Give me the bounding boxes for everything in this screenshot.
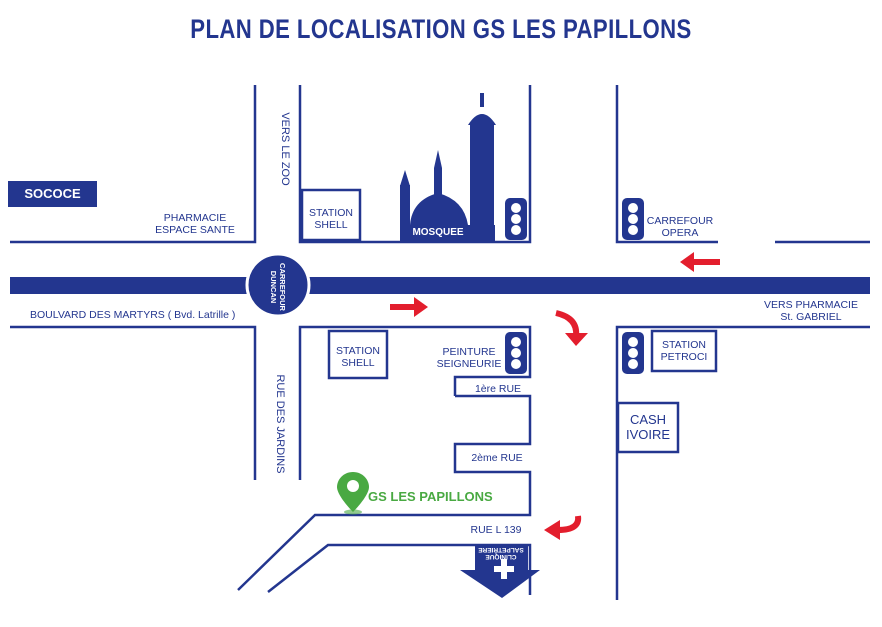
clinique-line1: CLINIQUE [485, 553, 517, 560]
sococe-block [8, 181, 97, 207]
cash-ivoire-box [616, 401, 680, 454]
street-edge [298, 85, 532, 244]
red-arrow-icon [680, 252, 720, 272]
carrefour-opera-line1: CARREFOUR [646, 215, 714, 227]
cash-line2: IVOIRE [625, 427, 671, 442]
peinture-line2: SEIGNEURIE [436, 358, 502, 370]
main-boulevard [10, 277, 870, 294]
station-petroci-box [650, 329, 718, 373]
pharmacie-line1: PHARMACIE [163, 212, 227, 224]
mosquee-label: MOSQUEE [412, 227, 464, 238]
street-edge [10, 325, 257, 480]
carrefour-opera-label: CARREFOUR OPERA [646, 215, 714, 239]
station-shell-top-box [300, 188, 362, 242]
traffic-light-icon [505, 198, 527, 240]
street-edge [10, 85, 257, 244]
vers-pharmacie-line1: VERS PHARMACIE [764, 299, 858, 311]
street-edge [298, 325, 532, 480]
station-shell-bottom-line1: STATION [336, 345, 380, 357]
station-shell-bottom-box [327, 329, 389, 380]
carrefour-duncan-roundabout [245, 252, 311, 318]
mosque-icon [400, 93, 496, 241]
rue-des-jardins-label: RUE DES JARDINS [274, 374, 286, 474]
clinique-line2: SALPETRIERE [478, 546, 524, 553]
vers-le-zoo-label: VERS LE ZOO [279, 112, 291, 186]
clinique-block [460, 545, 540, 598]
rue2-label: 2ème RUE [471, 452, 523, 464]
station-shell-top-line1: STATION [309, 207, 353, 219]
cash-ivoire-label: CASH IVOIRE [618, 412, 678, 442]
station-shell-top-label: STATION SHELL [302, 207, 360, 231]
traffic-light-icon [505, 332, 527, 374]
vers-pharmacie-line2: St. GABRIEL [780, 311, 842, 323]
red-arrow-icon [390, 297, 428, 317]
station-shell-bottom-label: STATION SHELL [329, 345, 387, 369]
red-arrow-icon [555, 310, 588, 346]
carrefour-duncan-line2: DUNCAN [269, 270, 278, 304]
station-shell-top-line2: SHELL [314, 219, 348, 231]
traffic-light-icon [622, 198, 644, 240]
red-arrow-icon [544, 515, 582, 540]
vers-pharmacie-label: VERS PHARMACIE St. GABRIEL [756, 299, 866, 323]
traffic-light-icon [622, 332, 644, 374]
carrefour-duncan-line1: CARREFOUR [278, 263, 287, 311]
station-petroci-line2: PETROCI [660, 351, 708, 363]
rue1-label: 1ère RUE [474, 383, 522, 395]
street-edge [237, 394, 532, 591]
boulevard-label: BOULVARD DES MARTYRS ( Bvd. Latrille ) [30, 309, 236, 321]
cash-line1: CASH [629, 412, 667, 427]
street-edge [615, 85, 718, 244]
street-edge [615, 325, 870, 600]
street-lines [10, 85, 870, 600]
gs-les-papillons-label: GS LES PAPILLONS [368, 489, 493, 504]
station-shell-bottom-line2: SHELL [341, 357, 375, 369]
pharmacie-label: PHARMACIE ESPACE SANTE [140, 212, 250, 236]
peinture-line1: PEINTURE [442, 346, 496, 358]
station-petroci-label: STATION PETROCI [652, 339, 716, 363]
pharmacie-line2: ESPACE SANTE [155, 224, 235, 236]
peinture-label: PEINTURE SEIGNEURIE [434, 346, 504, 370]
location-pin-icon [337, 472, 369, 515]
carrefour-duncan-label: CARREFOUR DUNCAN [269, 257, 287, 317]
carrefour-opera-line2: OPERA [661, 227, 699, 239]
map-title: PLAN DE LOCALISATION GS LES PAPILLONS [190, 14, 692, 44]
station-petroci-line1: STATION [662, 339, 706, 351]
sococe-label: SOCOCE [24, 186, 81, 201]
clinique-label: CLINIQUE SALPETRIERE [472, 546, 530, 560]
rue-l139-label: RUE L 139 [470, 524, 522, 536]
